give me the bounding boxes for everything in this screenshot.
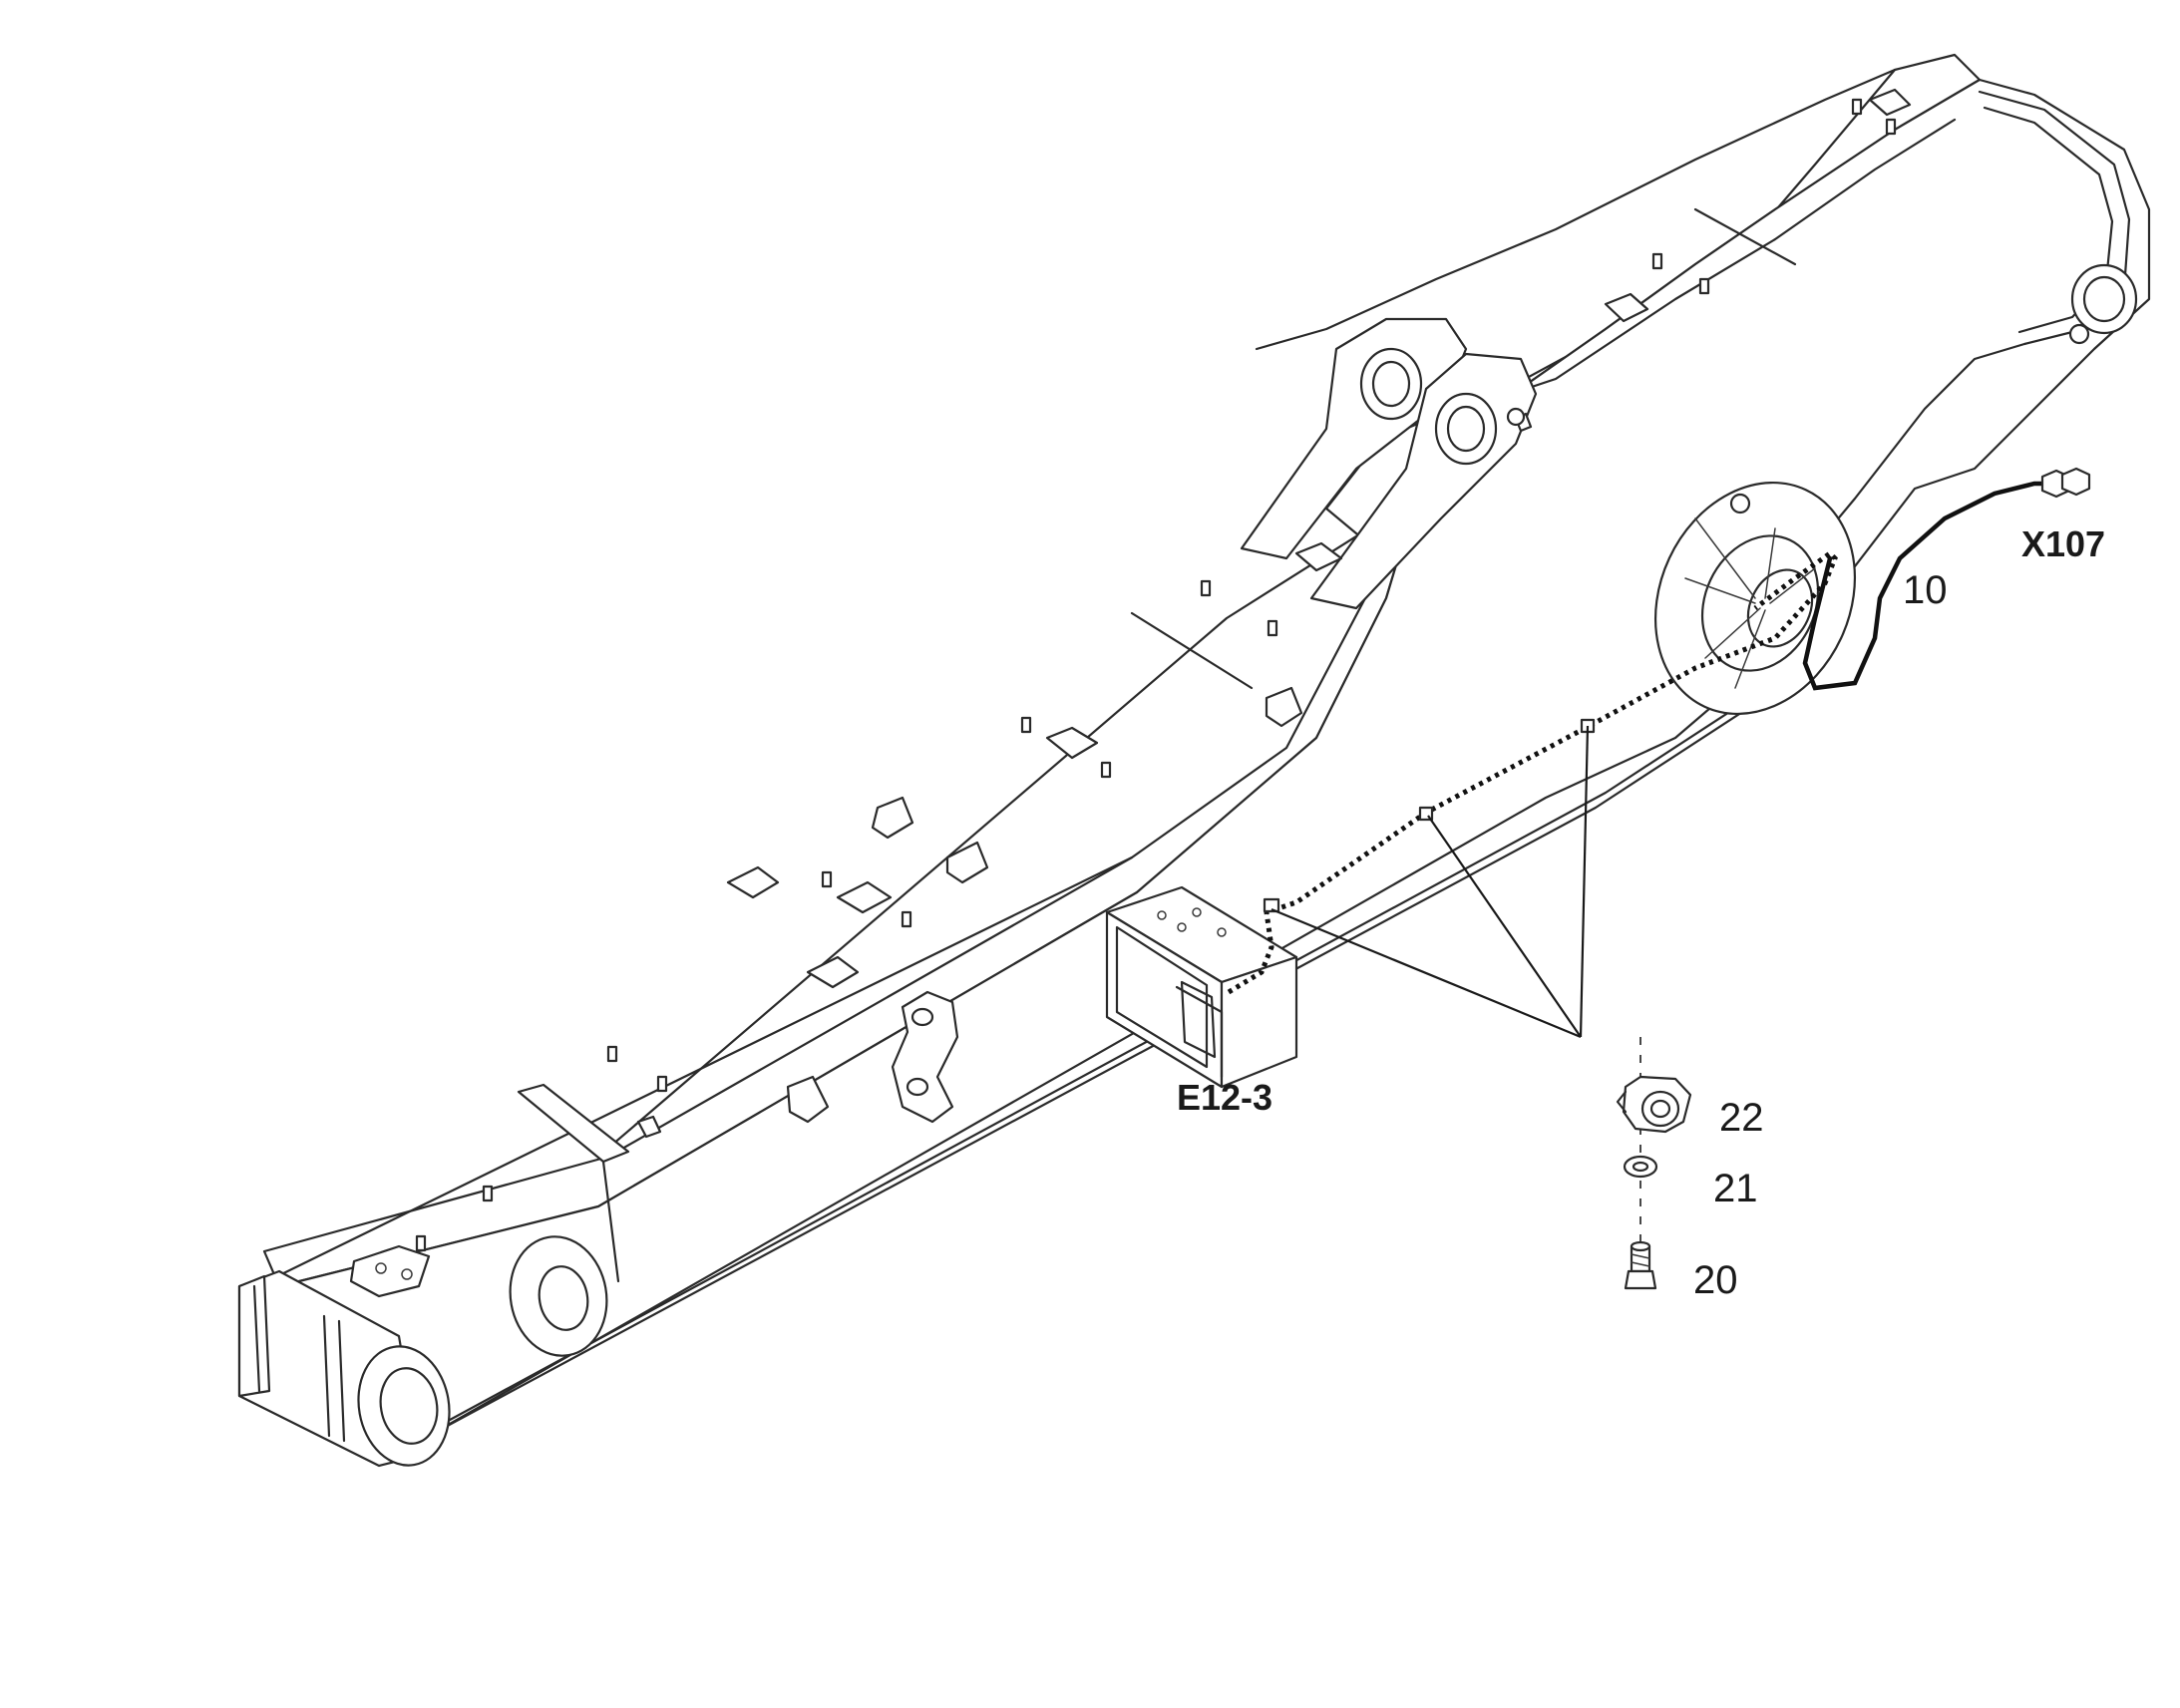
label-e12-3: E12-3 [1177, 1077, 1272, 1118]
label-x107: X107 [2021, 523, 2105, 564]
cable-clamp-part-22 [1616, 1075, 1692, 1134]
boom-arm [237, 53, 2151, 1468]
boom-foot-pivot [237, 1235, 608, 1468]
boom-top-bolts [415, 98, 1897, 1252]
label-ref-21: 21 [1713, 1167, 1758, 1210]
screw-part-20 [1624, 1240, 1657, 1290]
sensor-cable-solid [1802, 481, 2057, 691]
leader-lines [1271, 725, 1590, 1039]
hardware-stack [1616, 1037, 1692, 1290]
boom-end-frame-inner [1983, 106, 2114, 334]
label-ref-10: 10 [1903, 568, 1948, 612]
boom-top-pads [517, 88, 1912, 1164]
label-ref-20: 20 [1693, 1258, 1738, 1302]
connector-x107-plug [2040, 467, 2091, 499]
cable-clip-1 [1263, 897, 1280, 913]
labels: X107 10 E12-3 22 21 20 [1177, 523, 2105, 1302]
label-ref-22: 22 [1719, 1096, 1764, 1140]
washer-part-21 [1623, 1155, 1658, 1179]
sensor-cable [1227, 467, 2091, 995]
sensor-housing-block [1105, 885, 1298, 1089]
boom-side-face [277, 78, 2151, 1438]
